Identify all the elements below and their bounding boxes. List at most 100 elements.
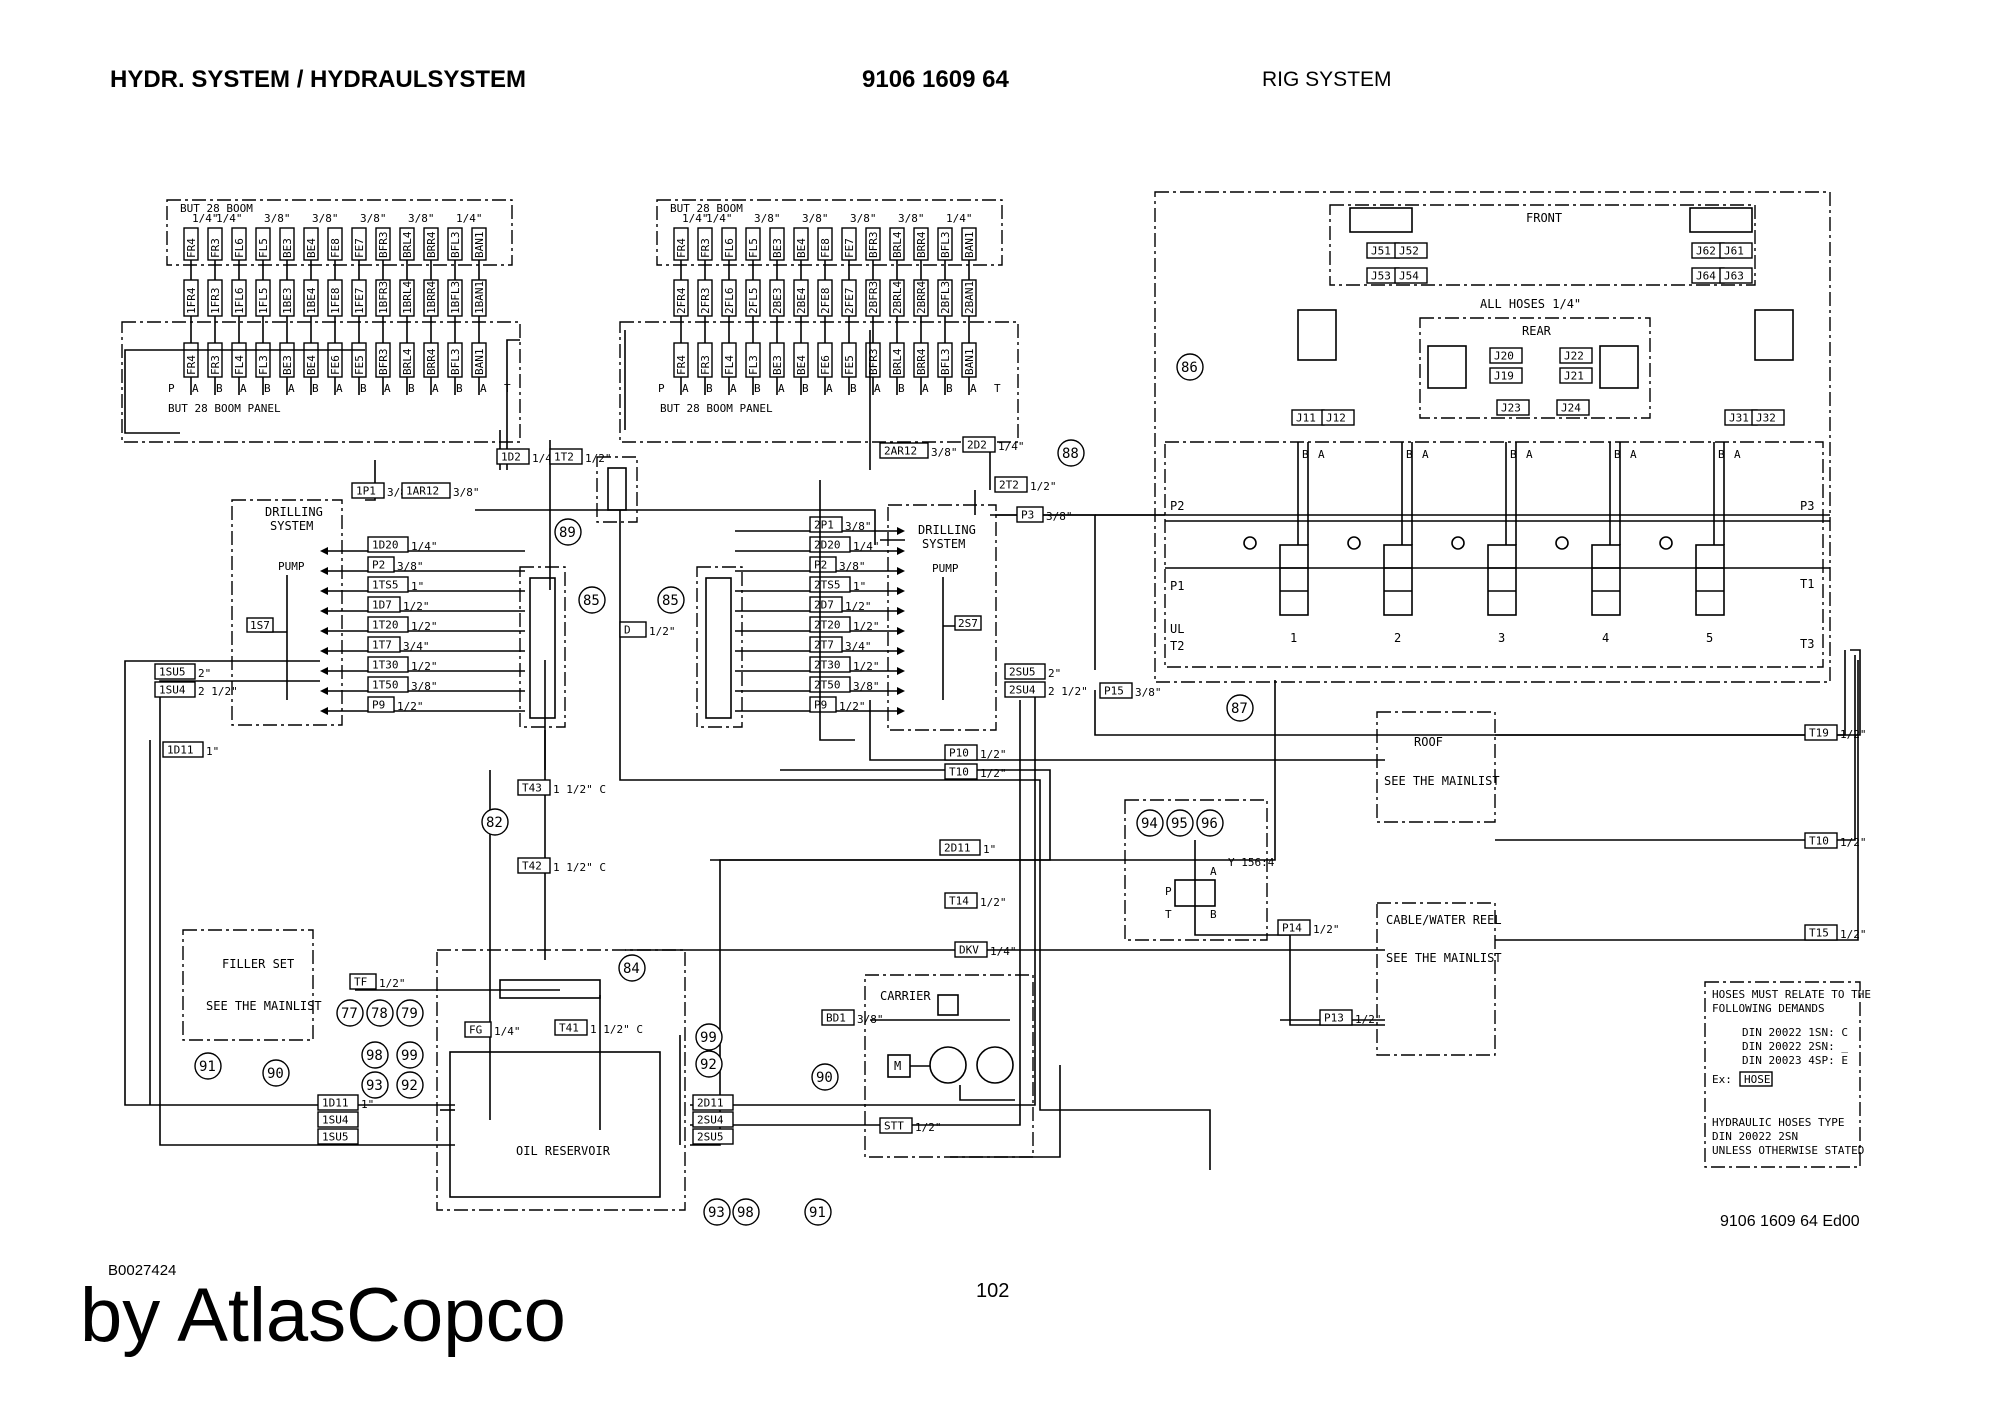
- boom-hose-label: 1FE7: [353, 288, 366, 315]
- side-jack-tag: J31: [1729, 412, 1749, 425]
- right-boom-title: BUT 28 BOOM: [670, 202, 743, 215]
- left-drill-hose-tag-box: [367, 556, 395, 573]
- left-drill-hose-tag-size: 3/4": [403, 640, 430, 653]
- left-drill-hose-tag-size: 1/2": [411, 660, 438, 673]
- item-balloon: [578, 586, 606, 614]
- right-drill-hose-tag: 2T20: [814, 619, 841, 632]
- item-balloon: [336, 999, 364, 1027]
- boom-panel-label: FE5: [353, 355, 366, 375]
- jack-port-a: A: [1630, 448, 1637, 461]
- item-number: 98: [366, 1048, 383, 1064]
- jack-port-b: B: [1510, 448, 1517, 461]
- hose-line: [365, 460, 376, 501]
- boom-port: B: [850, 382, 857, 395]
- right-drill-hose-tag: 2D20: [814, 539, 841, 552]
- side-jack-tag: J12: [1326, 412, 1346, 425]
- reservoir-left-tag-size: 1": [361, 1098, 374, 1111]
- item-balloon: [695, 1023, 723, 1051]
- item-balloon: [1136, 809, 1164, 837]
- boom-panel-label: BRL4: [401, 348, 414, 375]
- item-balloon: [396, 1071, 424, 1099]
- left-drill-hose-tag: 1T30: [372, 659, 399, 672]
- jack-port-a: A: [1422, 448, 1429, 461]
- left-drill-hose-tag: 1TS5: [372, 579, 399, 592]
- boom-panel-label: FE5: [843, 355, 856, 375]
- boom-hose-label: 1BFR3: [377, 281, 390, 314]
- rear-jack-tag-box: [1559, 367, 1593, 384]
- item-number: 88: [1062, 446, 1079, 462]
- note-line: UNLESS OTHERWISE STATED: [1712, 1144, 1864, 1157]
- boom-top-label: FR3: [209, 238, 222, 258]
- item-number: 77: [341, 1006, 358, 1022]
- mid-tag-size: 3/8": [1135, 686, 1162, 699]
- boom-panel-label: BE4: [305, 355, 318, 375]
- mid-tag-size: 1/2": [1355, 1013, 1382, 1026]
- mid-tag: T15: [1809, 927, 1829, 940]
- mid-tag: T19: [1809, 727, 1829, 740]
- item-balloon: [703, 1198, 731, 1226]
- item-balloon: [804, 1198, 832, 1226]
- boom-panel-label: BFR3: [377, 349, 390, 376]
- boom-panel-label: FR3: [209, 355, 222, 375]
- right-drill-hose-tag-box: [809, 596, 843, 613]
- filler-set-box: [182, 929, 314, 1041]
- item-number: 96: [1201, 816, 1218, 832]
- boom-hose-label: 2FE8: [819, 288, 832, 315]
- item-balloon: [618, 954, 646, 982]
- right-drill-hose-tag-box: [809, 556, 837, 573]
- top-hose-tag-box: [994, 476, 1028, 493]
- left-drill-hose-tag-size: 3/8": [411, 680, 438, 693]
- boom-hose-label: 2BE3: [771, 288, 784, 315]
- boom-port: B: [898, 382, 905, 395]
- right-drill-hose-tag-size: 1/2": [853, 660, 880, 673]
- boom-port: A: [970, 382, 977, 395]
- mid-tag-box: [939, 839, 981, 856]
- jack-port-label: P3: [1800, 499, 1814, 513]
- boom-top-label: FE7: [353, 238, 366, 258]
- boom-hose-label: 1BAN1: [473, 281, 486, 314]
- jack-port-b: B: [1614, 448, 1621, 461]
- boom-size-label: 3/8": [408, 212, 435, 225]
- note-line: FOLLOWING DEMANDS: [1712, 1002, 1825, 1015]
- hose-line: [1495, 660, 1859, 941]
- left-side-tag: 1S7: [250, 619, 270, 632]
- left-pump-label: PUMP: [278, 560, 305, 573]
- rear-jack-tag-box: [1559, 347, 1593, 364]
- mid-tag: 1D11: [167, 744, 194, 757]
- reservoir-title: OIL RESERVOIR: [516, 1144, 611, 1158]
- item-number: 87: [1231, 701, 1248, 717]
- mid-tag-size: 1/4": [990, 945, 1017, 958]
- boom-port: B: [706, 382, 713, 395]
- rear-jack-tag-box: [1556, 399, 1590, 416]
- mid-tag-box: [944, 763, 978, 780]
- mid-tag-box: [821, 1009, 855, 1026]
- right-check-manifold: [696, 566, 743, 728]
- left-drill-hose-tag-size: 1/2": [403, 600, 430, 613]
- mid-tag-size: 1/2": [1840, 928, 1867, 941]
- mid-tag-box: [1319, 1009, 1353, 1026]
- boom-port: B: [408, 382, 415, 395]
- item-number: 82: [486, 815, 503, 831]
- right-pump-label: PUMP: [932, 562, 959, 575]
- valve94-a: A: [1210, 865, 1217, 878]
- item-number: 92: [700, 1057, 717, 1073]
- right-drill-hose-tag-box: [809, 516, 843, 533]
- rear-jack-tag-box: [1489, 347, 1523, 364]
- rear-jack-tag: J21: [1564, 370, 1584, 383]
- suction-tag: 2SU5: [1009, 666, 1036, 679]
- valve94-b: B: [1210, 908, 1217, 921]
- left-drill-hose-tag-box: [367, 576, 409, 593]
- boom-size-label: 1/4": [946, 212, 973, 225]
- mid-tag: BD1: [826, 1012, 846, 1025]
- top-hose-tag: 2D2: [967, 439, 987, 452]
- jack-valve-spool: [1383, 544, 1413, 616]
- boom-top-label: BRR4: [915, 231, 928, 258]
- jack-valve-number: 1: [1290, 631, 1297, 645]
- front-label: FRONT: [1526, 211, 1562, 225]
- jack-port-b: B: [1302, 448, 1309, 461]
- reservoir-tag-box: [464, 1021, 492, 1038]
- boom-panel-label: BFL3: [939, 349, 952, 376]
- boom-port: A: [432, 382, 439, 395]
- left-drill-hose-tag: P2: [372, 559, 385, 572]
